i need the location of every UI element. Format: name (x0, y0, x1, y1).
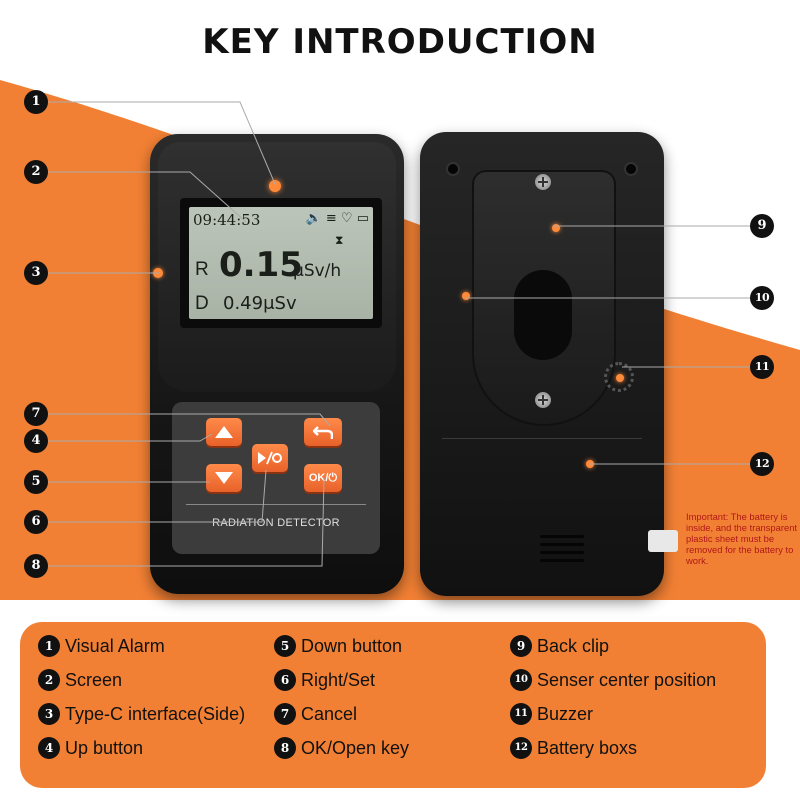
buzzer-grille (604, 362, 634, 392)
legend-number: 2 (38, 669, 60, 691)
legend-item-visual-alarm: 1 Visual Alarm (38, 633, 165, 659)
callout-8: 8 (24, 554, 48, 578)
legend-number: 3 (38, 703, 60, 725)
callout-4: 4 (24, 429, 48, 453)
legend-label: Back clip (537, 635, 610, 656)
battery-note: Important: The battery is inside, and th… (686, 511, 798, 566)
triangle-up-icon (215, 426, 233, 438)
down-button[interactable] (206, 464, 242, 492)
legend-number: 4 (38, 737, 60, 759)
legend-label: Senser center position (537, 669, 717, 690)
hourglass-icon: ⧗ (335, 233, 344, 247)
legend-label: OK/Open key (301, 737, 410, 758)
grille-slot (540, 543, 584, 546)
lcd-dose-value: 0.49μSv (223, 293, 297, 314)
corner-screw-hole (624, 162, 638, 176)
callout-3: 3 (24, 261, 48, 285)
lcd-rate-prefix: R (195, 259, 209, 280)
cover-screw (535, 392, 551, 408)
legend-number: 9 (510, 635, 532, 657)
callout-2: 2 (24, 160, 48, 184)
lcd-rate-value: 0.15 (219, 245, 303, 285)
clip-screw (535, 174, 551, 190)
clip-slot (514, 270, 572, 360)
right-set-button[interactable] (252, 444, 288, 472)
lcd-screen: 09:44:53 🔊 ≡ ♡ ▭ ⧗ R 0.15 μSv/h D 0.49μS… (189, 207, 373, 319)
cancel-button[interactable] (304, 418, 342, 446)
legend-label: Visual Alarm (65, 635, 165, 656)
legend-panel: 1 Visual Alarm 2 Screen 3 Type-C interfa… (20, 622, 766, 788)
triangle-down-icon (215, 472, 233, 484)
sensor-marker-dot (462, 292, 470, 300)
callout-9: 9 (750, 214, 774, 238)
keypad-divider (186, 504, 366, 505)
legend-label: Type-C interface(Side) (65, 703, 246, 724)
legend-label: Battery boxs (537, 737, 638, 758)
battery-cover (442, 438, 642, 588)
ok-open-button[interactable]: OK/⏻ (304, 464, 342, 492)
legend-item-type-c: 3 Type-C interface(Side) (38, 701, 245, 727)
legend-item-sensor-center: 10 Senser center position (510, 667, 716, 693)
lcd-dose-prefix: D (195, 293, 209, 314)
grille-slot (540, 535, 584, 538)
corner-screw-hole (446, 162, 460, 176)
legend-item-screen: 2 Screen (38, 667, 122, 693)
callout-1: 1 (24, 90, 48, 114)
legend-item-down-button: 5 Down button (274, 633, 402, 659)
screen-bezel: 09:44:53 🔊 ≡ ♡ ▭ ⧗ R 0.15 μSv/h D 0.49μS… (180, 198, 382, 328)
legend-number: 11 (510, 703, 532, 725)
legend-number: 10 (510, 669, 532, 691)
grille-slot (540, 559, 584, 562)
legend-label: Screen (65, 669, 123, 690)
callout-10: 10 (750, 286, 774, 310)
callout-6: 6 (24, 510, 48, 534)
callout-11: 11 (750, 355, 774, 379)
legend-label: Right/Set (301, 669, 376, 690)
keypad: OK/⏻ RADIATION DETECTOR (172, 402, 380, 554)
device-label: RADIATION DETECTOR (212, 517, 340, 529)
legend-number: 7 (274, 703, 296, 725)
up-button[interactable] (206, 418, 242, 446)
legend-item-buzzer: 11 Buzzer (510, 701, 593, 727)
battery-pull-tab (648, 530, 678, 552)
legend-number: 8 (274, 737, 296, 759)
legend-label: Down button (301, 635, 403, 656)
legend-item-right-set: 6 Right/Set (274, 667, 375, 693)
lcd-status-icons: 🔊 ≡ ♡ ▭ (305, 211, 369, 226)
grille-slot (540, 551, 584, 554)
detector-front: 09:44:53 🔊 ≡ ♡ ▭ ⧗ R 0.15 μSv/h D 0.49μS… (150, 134, 404, 594)
legend-number: 1 (38, 635, 60, 657)
legend-item-battery-boxs: 12 Battery boxs (510, 735, 637, 761)
legend-item-cancel: 7 Cancel (274, 701, 357, 727)
visual-alarm-led (269, 180, 281, 192)
return-arrow-icon (313, 426, 333, 439)
callout-7: 7 (24, 402, 48, 426)
legend-number: 5 (274, 635, 296, 657)
page-title: KEY INTRODUCTION (202, 22, 598, 62)
legend-label: Up button (65, 737, 144, 758)
legend-number: 12 (510, 737, 532, 759)
legend-number: 6 (274, 669, 296, 691)
legend-item-ok-open: 8 OK/Open key (274, 735, 409, 761)
callout-12: 12 (750, 452, 774, 476)
legend-label: Cancel (301, 703, 358, 724)
lcd-rate-unit: μSv/h (293, 261, 342, 281)
detector-back (420, 132, 664, 596)
legend-item-up-button: 4 Up button (38, 735, 143, 761)
play-set-icon (258, 451, 282, 465)
callout-5: 5 (24, 470, 48, 494)
lcd-time: 09:44:53 (193, 211, 261, 229)
legend-label: Buzzer (537, 703, 594, 724)
legend-item-back-clip: 9 Back clip (510, 633, 609, 659)
clip-marker-dot (552, 224, 560, 232)
